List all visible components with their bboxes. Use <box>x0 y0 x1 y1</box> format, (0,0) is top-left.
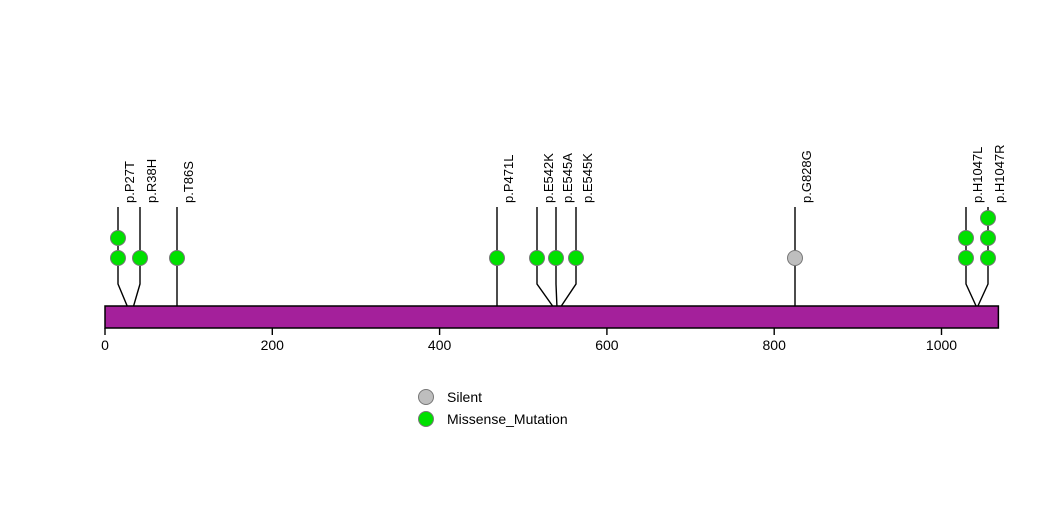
mutation-label: p.E545K <box>580 153 595 203</box>
mutation-marker[interactable] <box>958 230 974 246</box>
mutation-marker[interactable] <box>529 250 545 266</box>
mutation-marker[interactable] <box>980 230 996 246</box>
mutation-label: p.P471L <box>501 154 516 203</box>
axis-tick-label: 0 <box>101 337 109 353</box>
legend-label: Silent <box>447 389 483 405</box>
mutation-label: p.G828G <box>799 150 814 203</box>
axis-tick-label: 800 <box>762 337 786 353</box>
mutation-label: p.E545A <box>560 153 575 203</box>
axis-tick-label: 600 <box>595 337 619 353</box>
mutation-marker[interactable] <box>169 250 185 266</box>
mutation-marker[interactable] <box>110 250 126 266</box>
legend-swatch[interactable] <box>418 389 434 405</box>
mutation-marker[interactable] <box>980 210 996 226</box>
mutation-marker[interactable] <box>548 250 564 266</box>
mutation-label: p.R38H <box>144 158 159 203</box>
axis-tick-label: 1000 <box>925 337 958 353</box>
protein-domain-track-layer <box>104 305 1000 329</box>
axis-tick-label: 400 <box>427 337 452 353</box>
mutation-marker[interactable] <box>110 230 126 246</box>
legend-label: Missense_Mutation <box>447 411 568 427</box>
mutation-label: p.T86S <box>181 161 196 203</box>
legend-layer <box>418 389 434 427</box>
mutation-label: p.H1047L <box>970 146 985 203</box>
mutation-marker[interactable] <box>568 250 584 266</box>
mutation-label: p.E542K <box>541 153 556 203</box>
legend-swatch[interactable] <box>418 411 434 427</box>
axis-tick-label: 200 <box>260 337 284 353</box>
mutation-label: p.H1047R <box>992 144 1007 203</box>
mutation-marker[interactable] <box>132 250 148 266</box>
axis-layer <box>104 328 943 335</box>
mutation-label: p.P27T <box>122 161 137 203</box>
mutation-marker[interactable] <box>489 250 505 266</box>
mutation-marker[interactable] <box>980 250 996 266</box>
protein-domain-bar[interactable] <box>104 305 1000 329</box>
mutation-markers-layer <box>110 210 996 266</box>
mutation-marker[interactable] <box>958 250 974 266</box>
mutation-marker[interactable] <box>787 250 803 266</box>
